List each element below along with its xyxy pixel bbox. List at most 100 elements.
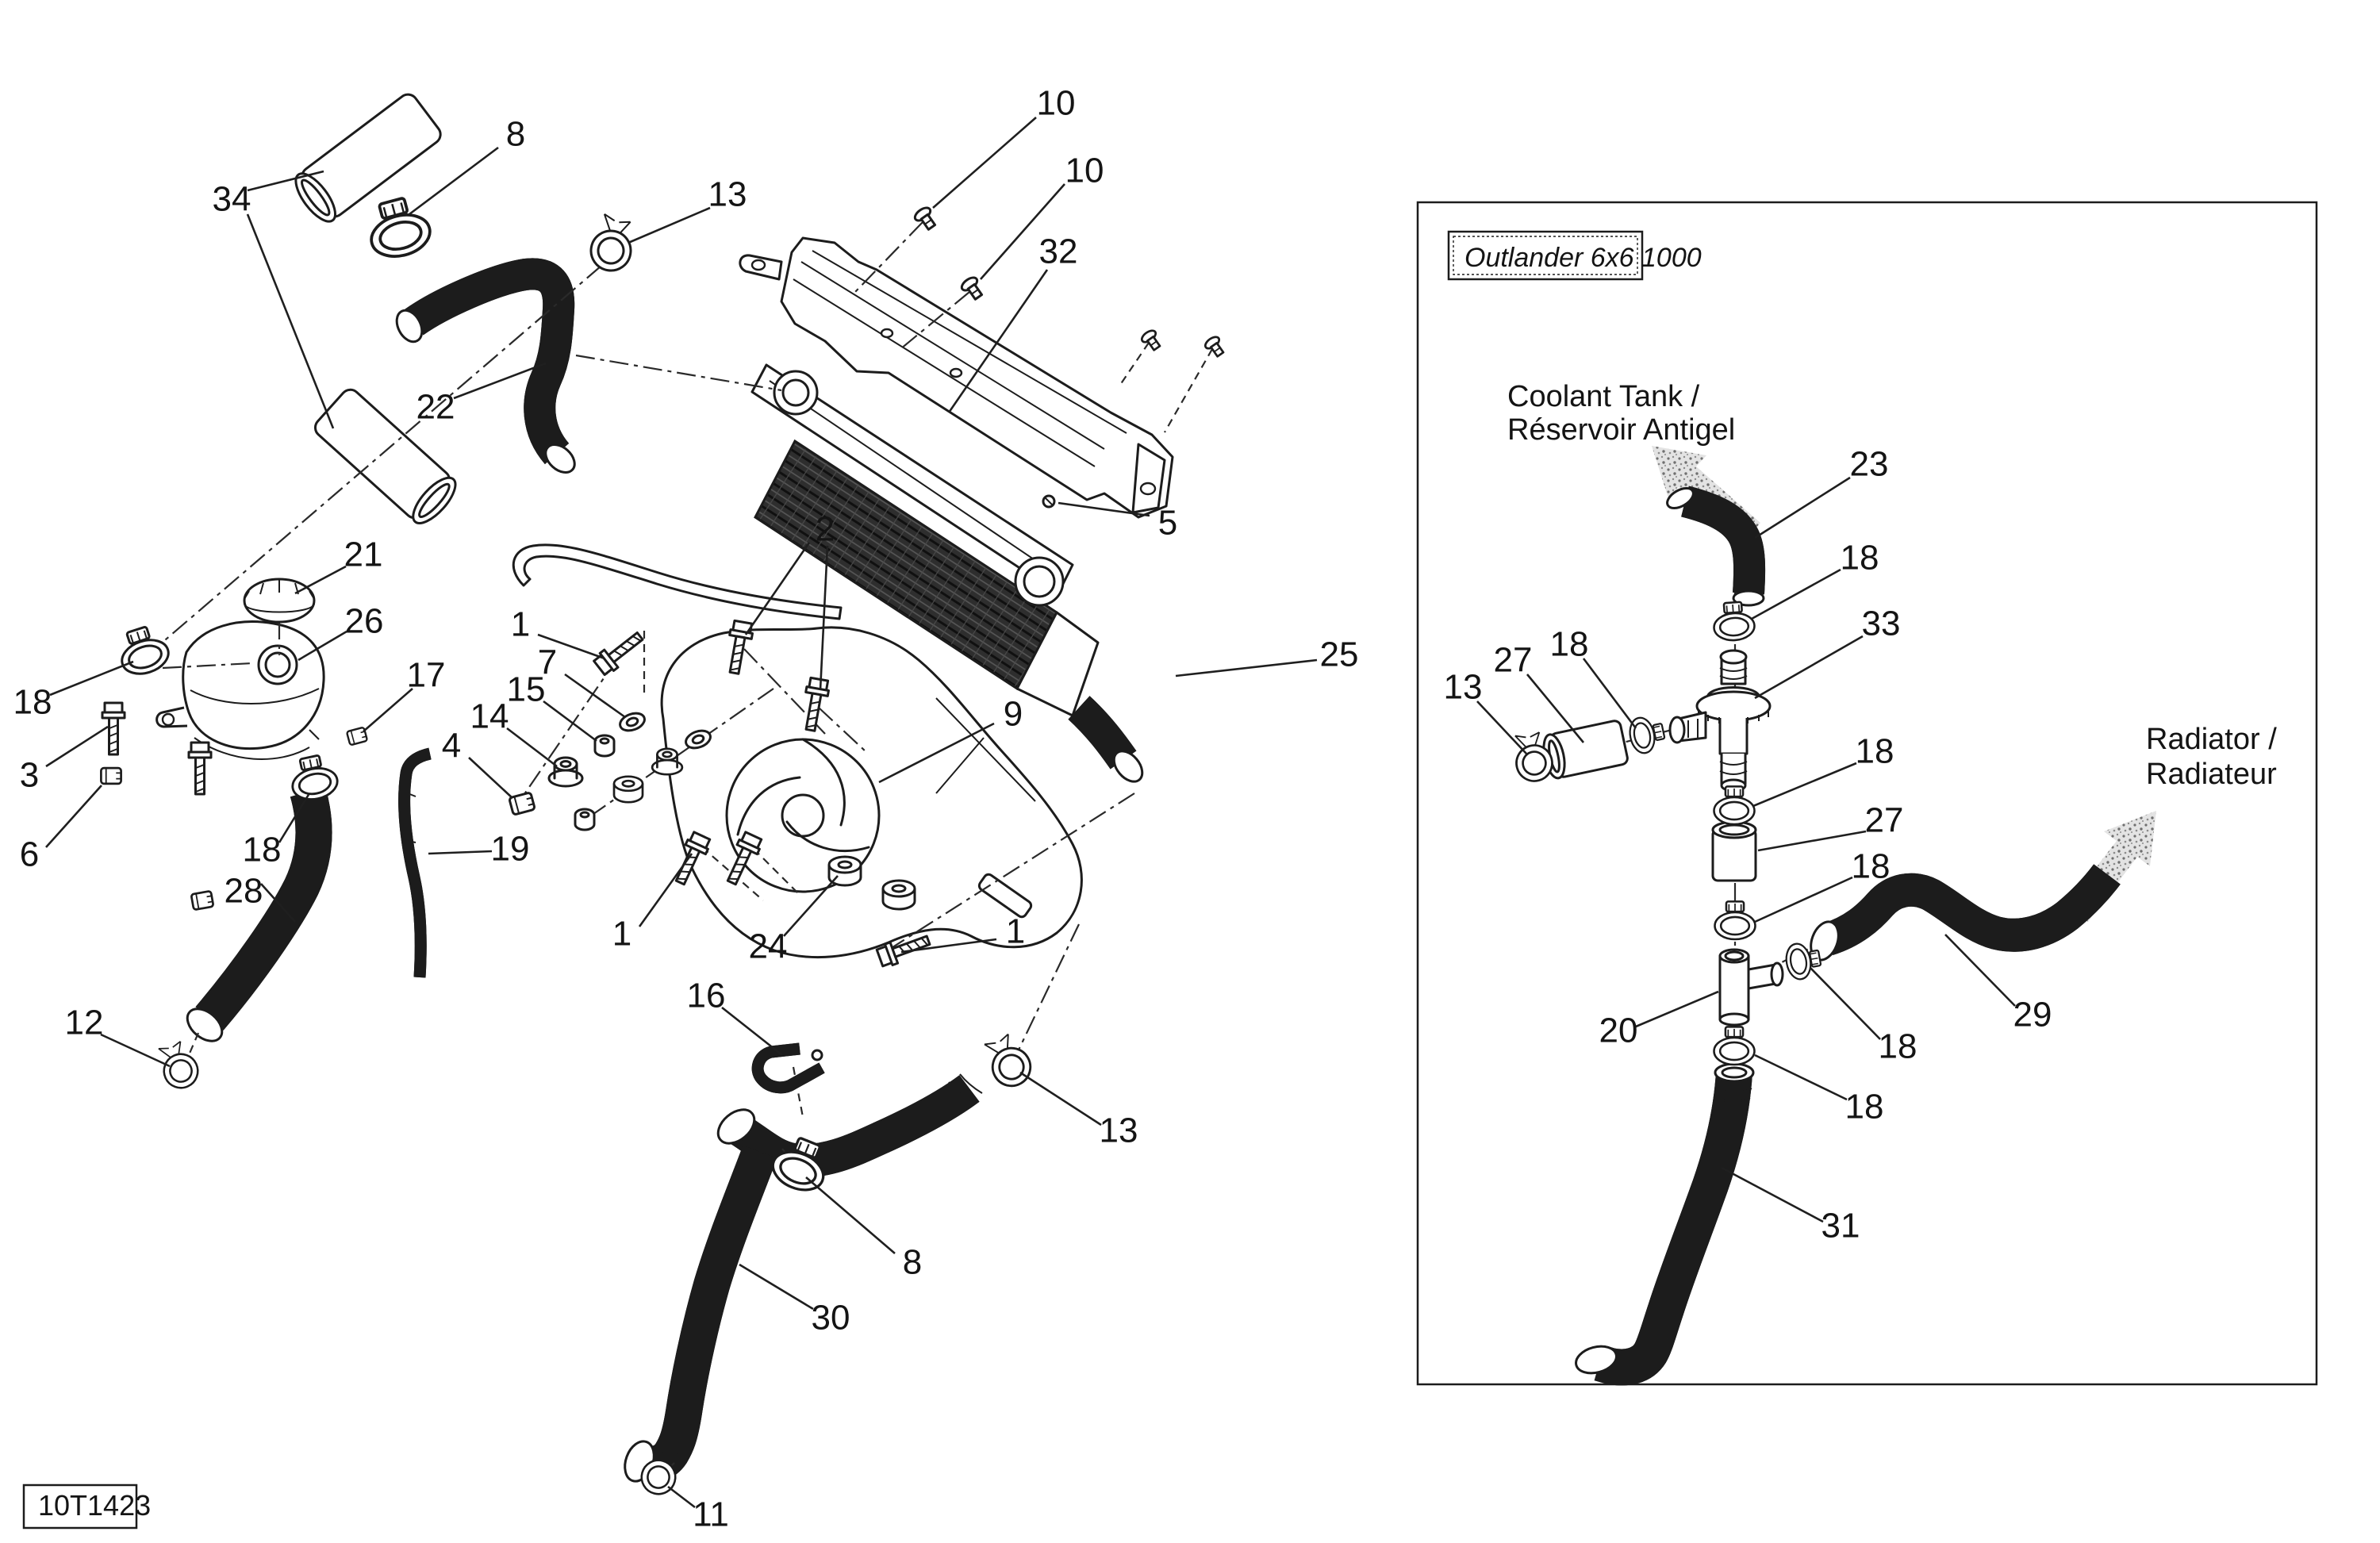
- callout-18: 18: [13, 683, 52, 722]
- leader-line-1: [900, 938, 997, 954]
- leader-line-23: [1754, 476, 1851, 539]
- leader-line-13: [1476, 700, 1527, 754]
- leader-line-28: [260, 883, 296, 923]
- leader-line-1: [537, 633, 605, 660]
- callout-31: 31: [1821, 1207, 1860, 1246]
- hose-23: [1666, 484, 1764, 605]
- callout-30: 30: [812, 1299, 850, 1338]
- leader-line-18: [1751, 568, 1841, 620]
- leader-line-27: [1757, 830, 1867, 852]
- leader-line-1: [638, 853, 693, 927]
- overflow-tube-19: [405, 754, 430, 977]
- main-view: [100, 93, 1228, 1499]
- nut-15-b: [574, 808, 596, 831]
- leader-line-24: [783, 875, 839, 937]
- t-fitting-20: [1718, 948, 1784, 1027]
- callout-6: 6: [20, 835, 39, 874]
- model-label-box: [1447, 230, 1644, 281]
- callout-13: 13: [1100, 1111, 1138, 1150]
- callout-18: 18: [1845, 1088, 1884, 1127]
- grommet-24-b: [881, 879, 916, 911]
- hose-31: [1575, 1064, 1755, 1377]
- hose-28: [186, 792, 314, 1042]
- model-label: Outlander 6x6 1000: [1464, 243, 1702, 273]
- clip-4: [508, 791, 536, 816]
- callout-26: 26: [345, 602, 384, 641]
- clamp-18-inset-mid: [1713, 785, 1756, 826]
- leader-line-18: [278, 793, 311, 843]
- inset-alignment-lines: [1526, 508, 1825, 1073]
- callout-8: 8: [903, 1243, 922, 1282]
- callout-18: 18: [1856, 732, 1894, 771]
- callout-10: 10: [1037, 84, 1076, 123]
- radiator-label-line2: Radiateur: [2146, 758, 2277, 791]
- callout-33: 33: [1862, 605, 1901, 643]
- leader-line-9: [878, 722, 995, 784]
- model-label-box-inner: [1453, 236, 1638, 275]
- washer-7: [616, 708, 648, 735]
- clamp-13-lower: [977, 1027, 1038, 1094]
- leader-line-18: [1752, 762, 1857, 808]
- leader-line-13: [628, 206, 711, 244]
- callout-16: 16: [687, 977, 726, 1015]
- callout-29: 29: [2013, 996, 2052, 1034]
- clip-6: [100, 766, 122, 785]
- callout-10: 10: [1065, 152, 1104, 190]
- callout-27: 27: [1865, 801, 1904, 840]
- callout-1: 1: [511, 605, 530, 644]
- callout-27: 27: [1494, 641, 1533, 680]
- leader-line-20: [1635, 990, 1719, 1028]
- leader-line-2: [744, 542, 811, 635]
- callout-1: 1: [1006, 912, 1025, 951]
- rivet-right-a: [1138, 327, 1165, 354]
- leader-line-30: [739, 1263, 814, 1311]
- callout-21: 21: [344, 535, 383, 574]
- clamp-18-inset-left: [1626, 712, 1668, 757]
- callout-17: 17: [407, 656, 446, 695]
- leader-line-31: [1721, 1166, 1824, 1223]
- callout-18: 18: [1841, 539, 1879, 578]
- callout-32: 32: [1039, 232, 1078, 271]
- callout-25: 25: [1320, 635, 1359, 674]
- callout-4: 4: [442, 727, 461, 766]
- grommet-chain: [612, 775, 644, 804]
- callout-2: 2: [816, 510, 835, 549]
- figure-code-box: 10T1423: [22, 1484, 151, 1530]
- callout-8: 8: [506, 115, 525, 154]
- coolant-tank-label-line2: Réservoir Antigel: [1507, 413, 1735, 447]
- leader-line-18: [49, 660, 134, 697]
- callout-20: 20: [1599, 1011, 1638, 1050]
- callout-11: 11: [693, 1495, 729, 1534]
- rivet-right-b: [1202, 333, 1228, 360]
- callout-5: 5: [1158, 504, 1177, 543]
- leader-line-34: [246, 213, 335, 429]
- callout-28: 28: [225, 872, 263, 911]
- clip-16: [758, 1049, 822, 1088]
- callout-23: 23: [1850, 445, 1889, 484]
- hose-junction-bottom: [716, 1074, 982, 1161]
- callout-15: 15: [507, 670, 546, 709]
- callout-3: 3: [20, 756, 39, 795]
- leader-line-22: [453, 362, 547, 400]
- fan-shroud-9: [512, 543, 1083, 959]
- callout-34: 34: [213, 180, 251, 219]
- leader-line-7: [564, 673, 626, 719]
- leader-line-4: [468, 757, 513, 799]
- callout-13: 13: [708, 175, 747, 214]
- bushing-14-b: [651, 747, 684, 776]
- leader-line-14: [506, 727, 558, 768]
- callout-18: 18: [1550, 625, 1589, 664]
- leader-line-18: [1810, 967, 1881, 1040]
- callout-14: 14: [470, 697, 509, 736]
- callout-1: 1: [612, 915, 631, 954]
- callout-19: 19: [491, 830, 530, 869]
- leader-line-8: [409, 146, 499, 216]
- radiator-25: [750, 363, 1144, 783]
- leader-line-13: [1019, 1071, 1102, 1127]
- clamp-18-inset-c: [1714, 900, 1756, 941]
- leader-line-27: [1526, 674, 1585, 743]
- callout-18: 18: [1852, 847, 1891, 886]
- callout-13: 13: [1444, 668, 1483, 707]
